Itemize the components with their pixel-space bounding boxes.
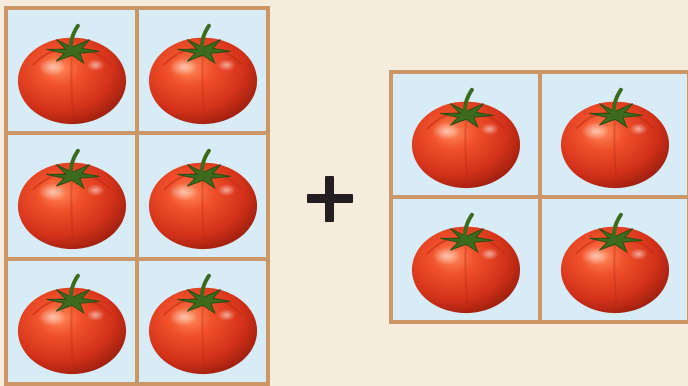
grid-cell [542, 74, 687, 195]
grid-cell [393, 199, 538, 320]
tomato-icon [13, 140, 131, 252]
tomato-icon [13, 15, 131, 127]
tomato-icon [144, 15, 262, 127]
grid-cell [139, 10, 266, 131]
plus-vertical-bar [325, 176, 334, 222]
tomato-icon [13, 265, 131, 377]
grid-cell [393, 74, 538, 195]
grid-cell [139, 261, 266, 382]
plus-icon [304, 173, 356, 225]
grid-cell [8, 135, 135, 256]
tomato-icon [407, 79, 525, 191]
tomato-icon [556, 79, 674, 191]
tomato-icon [407, 204, 525, 316]
grid-cell [542, 199, 687, 320]
tomato-icon [144, 140, 262, 252]
right-tomato-grid [389, 70, 688, 324]
grid-cell [8, 10, 135, 131]
grid-cell [8, 261, 135, 382]
left-tomato-grid [4, 6, 270, 386]
tomato-icon [144, 265, 262, 377]
tomato-icon [556, 204, 674, 316]
grid-cell [139, 135, 266, 256]
